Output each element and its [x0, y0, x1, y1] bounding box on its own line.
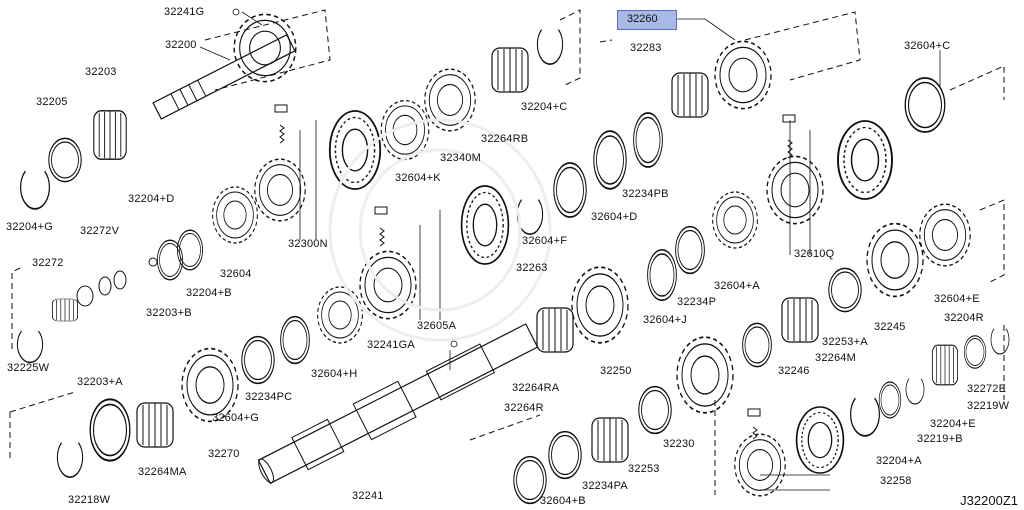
part-label[interactable]: 32258	[880, 475, 912, 487]
part-label[interactable]: 32200	[165, 39, 197, 51]
diagram-code: J32200Z1	[960, 493, 1018, 508]
part-label[interactable]: 32203	[85, 66, 117, 78]
part-label[interactable]: 32225W	[7, 362, 50, 374]
part-label[interactable]: 32264RB	[481, 133, 529, 145]
part-label[interactable]: 32253	[628, 463, 660, 475]
part-label[interactable]: 32204+B	[186, 287, 232, 299]
part-label[interactable]: 32241	[352, 490, 384, 502]
part-label[interactable]: 32204R	[944, 312, 984, 324]
part-label[interactable]: 32204+A	[876, 455, 922, 467]
part-label[interactable]: 32246	[778, 365, 810, 377]
input-shaft	[152, 33, 296, 120]
part-label[interactable]: 32234PC	[245, 391, 293, 403]
part-label[interactable]: 32218W	[68, 494, 111, 506]
part-label[interactable]: 32234PA	[582, 480, 628, 492]
part-label[interactable]: 32604+C	[904, 40, 951, 52]
part-label[interactable]: 32204+C	[521, 101, 568, 113]
part-label[interactable]: 32604+A	[714, 280, 760, 292]
part-label[interactable]: 32604+J	[643, 314, 687, 326]
part-label[interactable]: 32610Q	[794, 248, 835, 260]
part-label[interactable]: 32604+D	[591, 211, 638, 223]
part-label[interactable]: 32203+A	[77, 376, 123, 388]
part-label[interactable]: 32300N	[288, 238, 328, 250]
part-label[interactable]: 32204+G	[6, 221, 53, 233]
part-label[interactable]: 32205	[36, 96, 68, 108]
main-shaft	[257, 323, 539, 485]
highlighted-part-label[interactable]: 32260	[627, 13, 658, 25]
part-label[interactable]: 32604+H	[311, 368, 358, 380]
highlighted-part-box[interactable]	[617, 10, 677, 30]
part-label[interactable]: 32604+E	[934, 293, 980, 305]
part-label[interactable]: 32250	[600, 365, 632, 377]
part-label[interactable]: 32203+B	[146, 307, 192, 319]
part-label[interactable]: 32264RA	[512, 382, 560, 394]
part-label[interactable]: 32604	[220, 268, 252, 280]
part-label[interactable]: 32234PB	[622, 188, 669, 200]
part-label[interactable]: 32272V	[80, 225, 120, 237]
part-label[interactable]: 32272E	[967, 383, 1007, 395]
part-label[interactable]: 32245	[874, 321, 906, 333]
part-label[interactable]: 32270	[208, 448, 240, 460]
part-label[interactable]: 32219+B	[917, 433, 963, 445]
part-label[interactable]: 32605A	[417, 320, 457, 332]
part-label[interactable]: 32604+G	[212, 412, 259, 424]
part-label[interactable]: 32234P	[677, 296, 717, 308]
part-label[interactable]: 32604+K	[395, 172, 441, 184]
part-label[interactable]: 32340M	[440, 152, 481, 164]
part-label[interactable]: 32264MA	[138, 466, 187, 478]
part-label[interactable]: 32204+D	[128, 193, 175, 205]
part-label[interactable]: 32272	[32, 257, 64, 269]
part-label[interactable]: 32241GA	[367, 339, 415, 351]
part-label[interactable]: 32263	[516, 262, 548, 274]
part-label[interactable]: 32219W	[967, 400, 1010, 412]
part-label[interactable]: 32253+A	[822, 336, 868, 348]
part-label[interactable]: 32204+E	[930, 418, 976, 430]
part-label[interactable]: 32604+B	[540, 495, 586, 507]
part-label[interactable]: 32230	[663, 438, 695, 450]
part-label[interactable]: 32241G	[164, 6, 205, 18]
part-label[interactable]: 32283	[630, 42, 662, 54]
part-label[interactable]: 32264R	[504, 402, 544, 414]
part-label[interactable]: 32264M	[815, 352, 856, 364]
part-label[interactable]: 32604+F	[522, 235, 568, 247]
